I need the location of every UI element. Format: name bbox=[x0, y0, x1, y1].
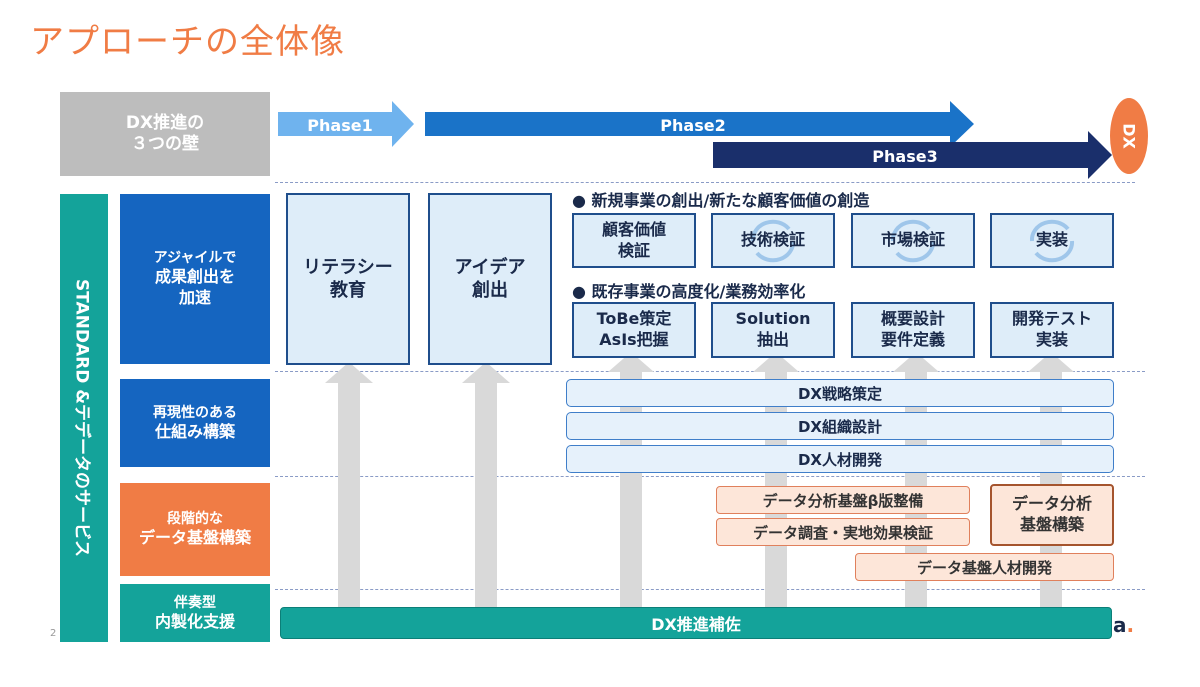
existing-step-dev-test: 開発テスト 実装 bbox=[990, 302, 1114, 358]
idea-line1: アイデア bbox=[454, 256, 526, 278]
new-step-customer-value: 顧客価値 検証 bbox=[572, 213, 696, 268]
dx-talent-bar: DX人材開発 bbox=[566, 445, 1114, 473]
existing-step-solution: Solution 抽出 bbox=[711, 302, 835, 358]
standard-sidebar: STANDARD &テデータのサービス bbox=[60, 194, 108, 642]
existing-step-4-line1: 開発テスト bbox=[1011, 309, 1092, 329]
new-step-tech: 技術検証 bbox=[711, 213, 835, 268]
row-label-data: 段階的な データ基盤構築 bbox=[120, 483, 270, 576]
literacy-line2: 教育 bbox=[330, 280, 366, 301]
dx-strategy-bar: DX戦略策定 bbox=[566, 379, 1114, 407]
existing-step-2-line2: 抽出 bbox=[756, 330, 789, 349]
new-step-2-line1: 技術検証 bbox=[740, 230, 805, 250]
existing-step-design: 概要設計 要件定義 bbox=[851, 302, 975, 358]
row-label-data-2: データ基盤構築 bbox=[138, 528, 251, 548]
row-label-agile: アジャイルで 成果創出を 加速 bbox=[120, 194, 270, 364]
separator-3 bbox=[275, 589, 1145, 590]
phase2-label: Phase2 bbox=[660, 116, 725, 135]
data-build-line2: 基盤構築 bbox=[1019, 515, 1084, 534]
separator-top bbox=[275, 182, 1135, 183]
existing-step-1-line1: ToBe策定 bbox=[596, 309, 672, 329]
company-logo: a. bbox=[1113, 613, 1135, 637]
row-label-repro-2: 仕組み構築 bbox=[154, 421, 235, 441]
data-talent-bar: データ基盤人材開発 bbox=[855, 553, 1114, 581]
separator-1 bbox=[275, 371, 1145, 372]
up-arrow-2 bbox=[462, 362, 510, 612]
existing-step-3-line1: 概要設計 bbox=[880, 309, 945, 329]
phase3-arrow bbox=[713, 131, 1112, 179]
phase1-arrow bbox=[278, 101, 414, 147]
data-build-line1: データ分析 bbox=[1011, 494, 1092, 514]
row-label-agile-1: アジャイルで bbox=[153, 250, 237, 267]
row-label-support-1: 伴奏型 bbox=[174, 594, 216, 611]
bullet-new-business: ● 新規事業の創出/新たな顧客価値の創造 bbox=[572, 191, 870, 210]
row-label-agile-2: 成果創出を bbox=[154, 267, 235, 287]
existing-step-2-line1: Solution bbox=[735, 309, 811, 329]
row-label-repro-1: 再現性のある bbox=[153, 404, 237, 421]
new-step-1-line2: 検証 bbox=[617, 240, 650, 260]
bullet-existing-business: ● 既存事業の高度化/業務効率化 bbox=[572, 282, 806, 301]
data-build-box: データ分析 基盤構築 bbox=[990, 484, 1114, 546]
data-beta-bar: データ分析基盤β版整備 bbox=[716, 486, 970, 514]
literacy-line1: リテラシー bbox=[303, 256, 393, 278]
row-label-support-2: 内製化支援 bbox=[154, 611, 235, 631]
dx-organization-bar: DX組織設計 bbox=[566, 412, 1114, 440]
dx-support-bar: DX推進補佐 bbox=[280, 607, 1112, 639]
new-step-3-line1: 市場検証 bbox=[880, 230, 945, 250]
idea-line2: 創出 bbox=[472, 280, 508, 301]
row-label-data-1: 段階的な bbox=[167, 511, 223, 527]
up-arrow-3 bbox=[608, 352, 654, 612]
row-label-support: 伴奏型 内製化支援 bbox=[120, 584, 270, 642]
row-label-repro: 再現性のある 仕組み構築 bbox=[120, 379, 270, 467]
dx-walls-header: DX推進の ３つの壁 bbox=[60, 92, 270, 176]
phase1-label: Phase1 bbox=[307, 116, 372, 135]
dx-support-label: DX推進補佐 bbox=[651, 615, 741, 634]
logo-letter: a bbox=[1113, 613, 1127, 637]
existing-step-tobe: ToBe策定 AsIs把握 bbox=[572, 302, 696, 358]
dx-goal-circle: DX bbox=[1110, 98, 1148, 174]
new-step-market: 市場検証 bbox=[851, 213, 975, 268]
data-survey-bar: データ調査・実地効果検証 bbox=[716, 518, 970, 546]
existing-step-4-line2: 実装 bbox=[1035, 330, 1068, 349]
new-step-1-line1: 顧客価値 bbox=[601, 219, 666, 239]
cycle-icon bbox=[890, 219, 936, 262]
new-step-implement: 実装 bbox=[990, 213, 1114, 268]
new-step-4-line1: 実装 bbox=[1035, 230, 1068, 250]
up-arrow-1 bbox=[325, 362, 373, 612]
up-arrow-5 bbox=[893, 352, 939, 612]
phase2-arrow bbox=[425, 101, 974, 147]
row-label-agile-3: 加速 bbox=[178, 288, 211, 308]
idea-creation-box: アイデア 創出 bbox=[428, 193, 552, 365]
cycle-icon bbox=[1029, 219, 1075, 262]
phase3-label: Phase3 bbox=[872, 147, 937, 166]
dx-walls-line1: DX推進の bbox=[125, 112, 205, 133]
literacy-education-box: リテラシー 教育 bbox=[286, 193, 410, 365]
up-arrow-6 bbox=[1028, 352, 1074, 612]
existing-step-1-line2: AsIs把握 bbox=[599, 330, 669, 349]
dx-walls-line2: ３つの壁 bbox=[131, 134, 199, 154]
up-arrow-4 bbox=[753, 352, 799, 612]
separator-2 bbox=[275, 476, 1145, 477]
existing-step-3-line2: 要件定義 bbox=[880, 330, 945, 349]
page-title: アプローチの全体像 bbox=[30, 22, 345, 62]
cycle-icon bbox=[750, 219, 796, 262]
page-number: 2 bbox=[50, 628, 57, 639]
